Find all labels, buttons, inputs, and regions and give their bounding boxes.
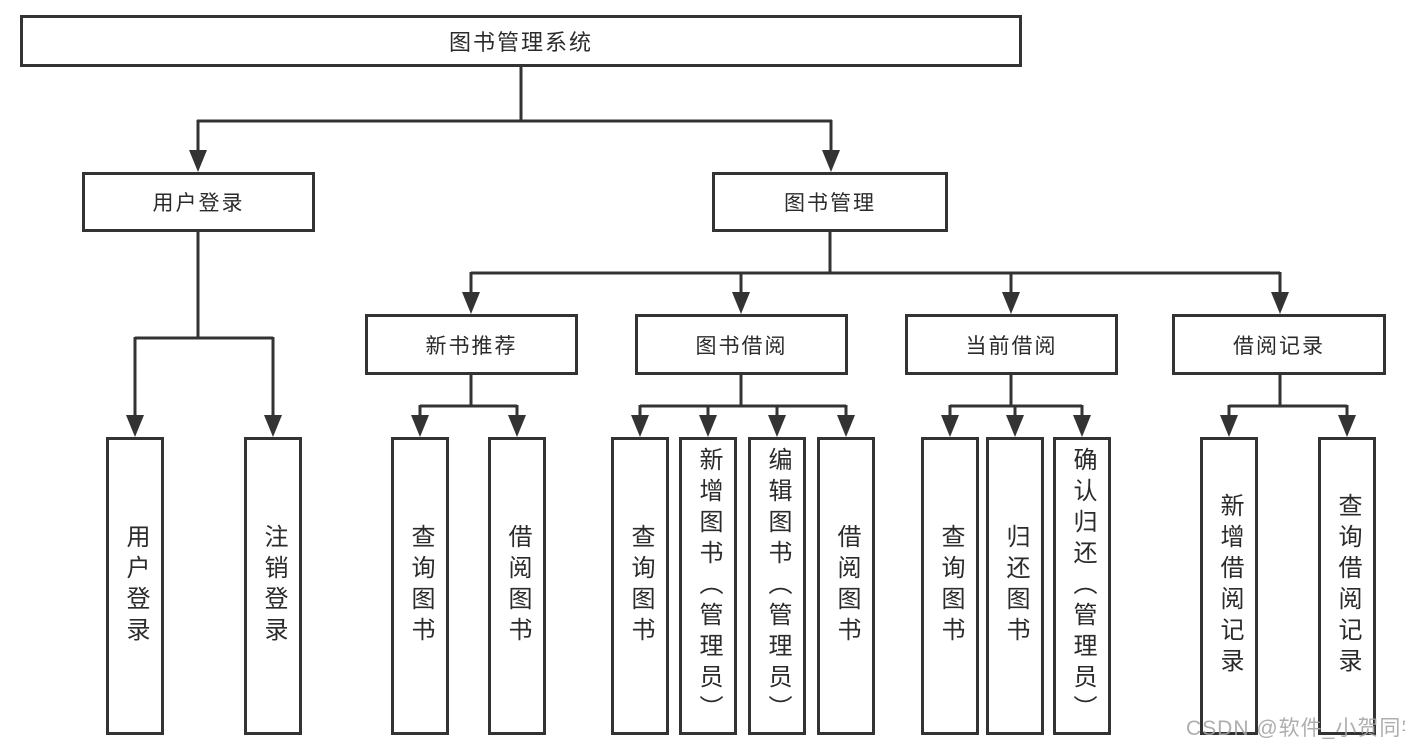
connector-current-borrow-children bbox=[941, 375, 1091, 437]
leaf-query-books-borrow-label: 查询图书 bbox=[627, 524, 654, 648]
leaf-logout-label: 注销登录 bbox=[260, 524, 287, 648]
leaf-add-borrow-record-label: 新增借阅记录 bbox=[1216, 493, 1243, 679]
node-new-book-recommend-label: 新书推荐 bbox=[425, 334, 518, 358]
leaf-return-book: 归还图书 bbox=[986, 437, 1044, 735]
leaf-add-borrow-record: 新增借阅记录 bbox=[1200, 437, 1258, 735]
leaf-query-borrow-record-label: 查询借阅记录 bbox=[1334, 493, 1361, 679]
connector-book-borrow-children bbox=[631, 375, 855, 437]
leaf-user-login-label: 用户登录 bbox=[122, 524, 149, 648]
leaf-return-book-label: 归还图书 bbox=[1002, 524, 1029, 648]
node-new-book-recommend: 新书推荐 bbox=[365, 314, 578, 375]
leaf-add-book-admin: 新增图书（管理员） bbox=[679, 437, 737, 735]
node-book-borrow: 图书借阅 bbox=[635, 314, 848, 375]
connector-new-book-recommend-children bbox=[411, 375, 526, 437]
node-book-borrow-label: 图书借阅 bbox=[695, 334, 788, 358]
node-user-login-label: 用户登录 bbox=[152, 192, 245, 215]
leaf-query-books-recommend-label: 查询图书 bbox=[407, 524, 434, 648]
connector-book-management-children bbox=[462, 232, 1289, 314]
node-book-management-label: 图书管理 bbox=[784, 192, 876, 215]
leaf-query-books-borrow: 查询图书 bbox=[611, 437, 669, 735]
connector-root-to-level2 bbox=[189, 67, 840, 172]
node-current-borrow-label: 当前借阅 bbox=[965, 334, 1058, 358]
connector-borrow-records-children bbox=[1220, 375, 1356, 437]
leaf-logout: 注销登录 bbox=[244, 437, 302, 735]
leaf-borrow-books-label: 借阅图书 bbox=[833, 524, 860, 648]
node-borrow-records: 借阅记录 bbox=[1172, 314, 1386, 375]
leaf-user-login: 用户登录 bbox=[106, 437, 164, 735]
node-root-label: 图书管理系统 bbox=[448, 30, 593, 55]
leaf-confirm-return-admin-label: 确认归还（管理员） bbox=[1069, 446, 1096, 726]
node-current-borrow: 当前借阅 bbox=[905, 314, 1118, 375]
connector-user-login-children bbox=[126, 232, 282, 437]
leaf-confirm-return-admin: 确认归还（管理员） bbox=[1053, 437, 1111, 735]
leaf-borrow-books-recommend: 借阅图书 bbox=[488, 437, 546, 735]
leaf-edit-book-admin: 编辑图书（管理员） bbox=[748, 437, 806, 735]
leaf-query-books-recommend: 查询图书 bbox=[391, 437, 449, 735]
node-root: 图书管理系统 bbox=[20, 15, 1022, 67]
leaf-query-books-current-label: 查询图书 bbox=[937, 524, 964, 648]
leaf-borrow-books-recommend-label: 借阅图书 bbox=[504, 524, 531, 648]
leaf-query-books-current: 查询图书 bbox=[921, 437, 979, 735]
csdn-watermark: CSDN @软件_小贺同学 bbox=[1186, 717, 1405, 740]
node-borrow-records-label: 借阅记录 bbox=[1233, 334, 1325, 358]
leaf-edit-book-admin-label: 编辑图书（管理员） bbox=[764, 446, 791, 726]
node-book-management: 图书管理 bbox=[712, 172, 948, 232]
node-user-login: 用户登录 bbox=[82, 172, 315, 232]
leaf-borrow-books: 借阅图书 bbox=[817, 437, 875, 735]
leaf-query-borrow-record: 查询借阅记录 bbox=[1318, 437, 1376, 735]
leaf-add-book-admin-label: 新增图书（管理员） bbox=[695, 446, 722, 726]
